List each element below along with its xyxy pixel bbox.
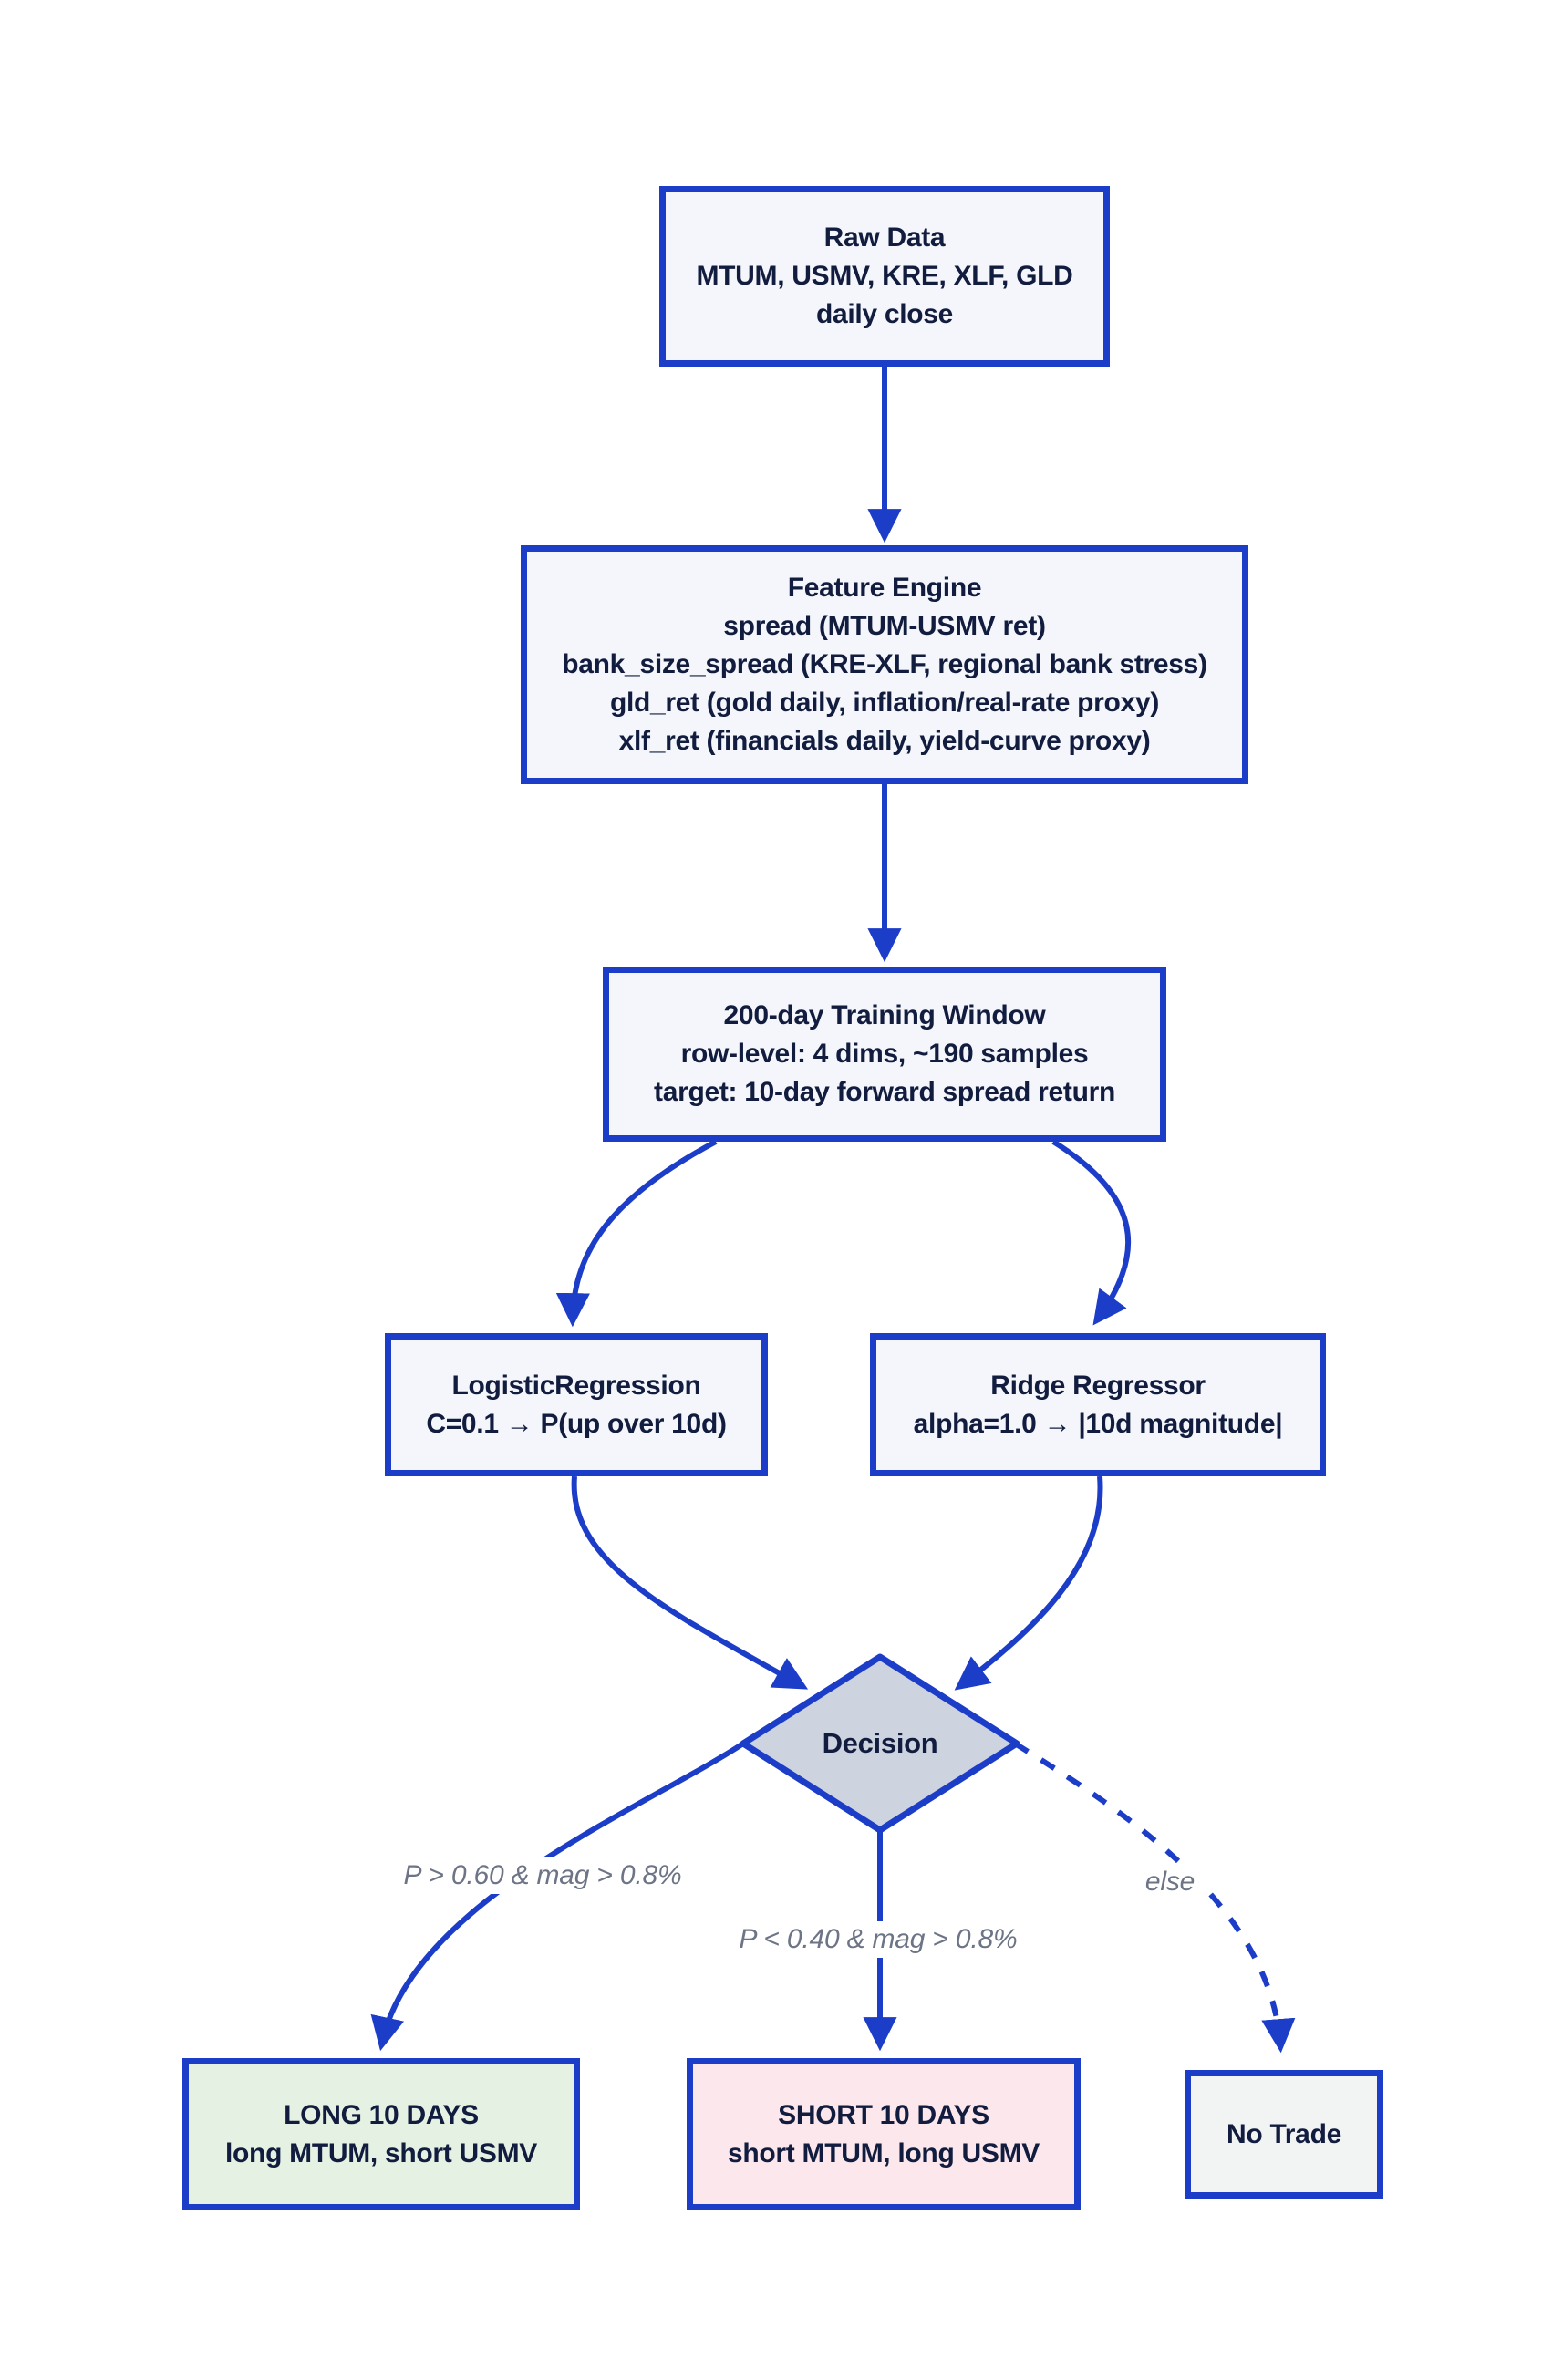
- edge-training-to-logistic: [555, 1139, 718, 1328]
- raw-data-node: Raw Data MTUM, USMV, KRE, XLF, GLD daily…: [659, 186, 1110, 367]
- long-trade-line: long MTUM, short USMV: [225, 2137, 537, 2168]
- training-window-line: 200-day Training Window: [723, 1000, 1046, 1030]
- ridge-regressor-line: Ridge Regressor: [990, 1370, 1206, 1401]
- short-trade-line: SHORT 10 DAYS: [778, 2099, 989, 2130]
- edge-label-short-condition: P < 0.40 & mag > 0.8%: [728, 1921, 1029, 1958]
- logistic-regression-node: LogisticRegression C=0.1 → P(up over 10d…: [385, 1333, 768, 1476]
- long-trade-node: LONG 10 DAYS long MTUM, short USMV: [182, 2058, 580, 2210]
- ridge-regressor-node: Ridge Regressor alpha=1.0 → |10d magnitu…: [870, 1333, 1326, 1476]
- edge-logistic-to-decision: [571, 1475, 809, 1690]
- edge-label-long-condition: P > 0.60 & mag > 0.8%: [392, 1857, 693, 1894]
- training-window-line: target: 10-day forward spread return: [654, 1077, 1115, 1107]
- feature-engine-node: Feature Engine spread (MTUM-USMV ret) ba…: [521, 545, 1248, 784]
- feature-engine-line: xlf_ret (financials daily, yield-curve p…: [618, 726, 1151, 756]
- ridge-regressor-line: alpha=1.0 → |10d magnitude|: [913, 1408, 1283, 1439]
- training-window-line: row-level: 4 dims, ~190 samples: [680, 1039, 1089, 1069]
- no-trade-line: No Trade: [1227, 2118, 1341, 2149]
- short-trade-line: short MTUM, long USMV: [728, 2137, 1040, 2168]
- no-trade-node: No Trade: [1185, 2070, 1383, 2199]
- training-window-node: 200-day Training Window row-level: 4 dim…: [603, 967, 1166, 1142]
- raw-data-line: Raw Data: [823, 222, 946, 253]
- logistic-regression-line: LogisticRegression: [451, 1370, 701, 1401]
- edge-ridge-to-decision: [954, 1475, 1103, 1691]
- raw-data-line: MTUM, USMV, KRE, XLF, GLD: [696, 261, 1073, 291]
- decision-node-label: Decision: [822, 1727, 938, 1759]
- feature-engine-line: spread (MTUM-USMV ret): [723, 611, 1046, 641]
- edge-label-else-condition: else: [1133, 1864, 1206, 1900]
- logistic-regression-line: C=0.1 → P(up over 10d): [426, 1408, 727, 1439]
- long-trade-line: LONG 10 DAYS: [284, 2099, 479, 2130]
- raw-data-line: daily close: [815, 299, 954, 329]
- feature-engine-line: bank_size_spread (KRE-XLF, regional bank…: [562, 649, 1207, 679]
- feature-engine-line: gld_ret (gold daily, inflation/real-rate…: [609, 688, 1160, 718]
- short-trade-node: SHORT 10 DAYS short MTUM, long USMV: [687, 2058, 1081, 2210]
- edge-training-to-ridge: [1051, 1139, 1132, 1326]
- feature-engine-line: Feature Engine: [787, 573, 982, 603]
